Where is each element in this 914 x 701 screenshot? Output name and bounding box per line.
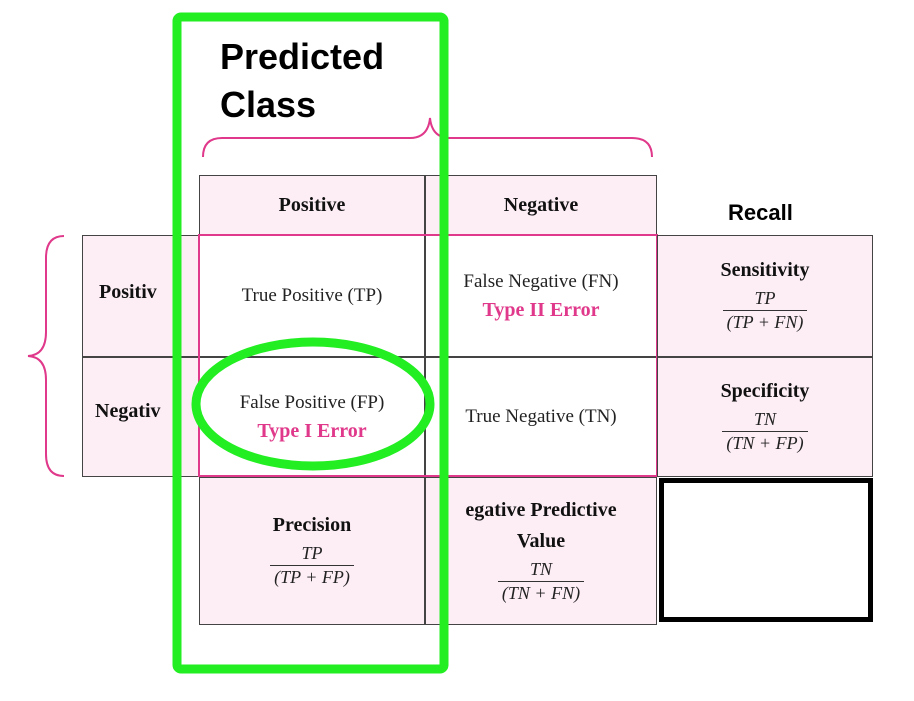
header-positive-cell: Positive bbox=[199, 175, 425, 235]
npv-formula: TN (TN + FN) bbox=[497, 558, 585, 604]
specificity-formula: TN (TN + FP) bbox=[722, 409, 808, 454]
row-header-negative-label: Negativ bbox=[95, 400, 161, 422]
false-negative-cell: False Negative (FN) Type II Error bbox=[425, 235, 657, 357]
precision-formula: TP (TP + FP) bbox=[270, 543, 354, 588]
predicted-class-title: Predicted Class bbox=[220, 33, 384, 129]
type-ii-error-label: Type II Error bbox=[482, 298, 600, 321]
left-brace bbox=[27, 235, 65, 477]
precision-denominator: (TP + FP) bbox=[270, 565, 354, 588]
sensitivity-formula: TP (TP + FN) bbox=[722, 288, 808, 333]
false-negative-text: False Negative (FN) bbox=[463, 270, 619, 292]
sensitivity-cell: Sensitivity TP (TP + FN) bbox=[657, 235, 873, 357]
precision-cell: Precision TP (TP + FP) bbox=[199, 477, 425, 625]
specificity-numerator: TN bbox=[753, 409, 777, 429]
precision-numerator: TP bbox=[301, 543, 323, 563]
sensitivity-denominator: (TP + FN) bbox=[722, 310, 808, 333]
npv-label-line1: egative Predictive bbox=[465, 498, 617, 521]
sensitivity-numerator: TP bbox=[754, 288, 776, 308]
true-negative-cell: True Negative (TN) bbox=[425, 357, 657, 477]
empty-corner-cell bbox=[659, 478, 873, 622]
header-positive-label: Positive bbox=[278, 193, 346, 216]
precision-label: Precision bbox=[272, 514, 352, 536]
specificity-cell: Specificity TN (TN + FP) bbox=[657, 357, 873, 477]
npv-numerator: TN bbox=[529, 558, 553, 579]
predicted-class-line2: Class bbox=[220, 84, 317, 125]
header-negative-cell: Negative bbox=[425, 175, 657, 235]
recall-label: Recall bbox=[728, 200, 793, 225]
npv-denominator: (TN + FN) bbox=[497, 580, 585, 604]
specificity-denominator: (TN + FP) bbox=[722, 431, 808, 454]
sensitivity-label: Sensitivity bbox=[720, 259, 810, 281]
confusion-core-outline bbox=[198, 234, 658, 477]
predicted-class-line1: Predicted bbox=[220, 36, 385, 77]
row-header-positive-label: Positiv bbox=[99, 281, 157, 303]
header-negative-label: Negative bbox=[503, 193, 579, 216]
specificity-label: Specificity bbox=[720, 380, 810, 402]
true-negative-text: True Negative (TN) bbox=[465, 406, 617, 427]
npv-label-line2: Value bbox=[516, 529, 566, 552]
npv-cell: egative Predictive Value TN (TN + FN) bbox=[425, 477, 657, 625]
